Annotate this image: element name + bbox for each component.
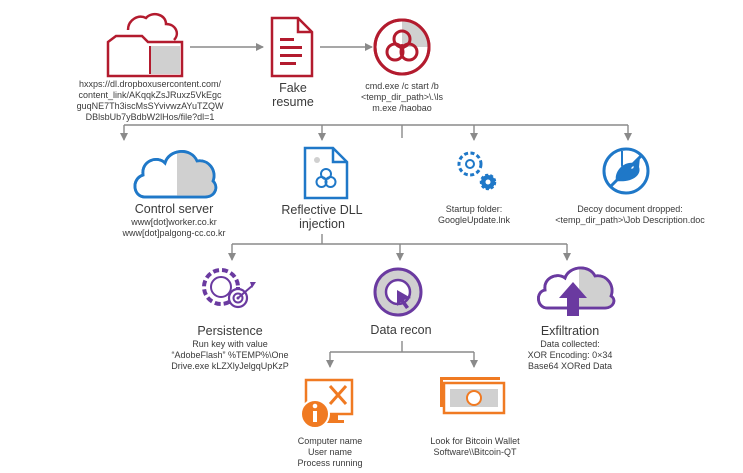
data-recon-title: Data recon — [370, 323, 432, 337]
connectors — [120, 43, 632, 368]
exfiltration-line: Data collected: — [540, 339, 600, 349]
startup-line: Startup folder: — [445, 204, 503, 214]
persistence-line: Drive.exe kLZXlyJelgqUpKzP — [171, 361, 289, 371]
fake-resume-line: resume — [272, 95, 314, 109]
fake-resume-label: Fake resume — [250, 81, 336, 109]
dropbox-url-label: hxxps://dl.dropboxusercontent.com/ conte… — [40, 79, 260, 123]
startup-label: Startup folder: GoogleUpdate.lnk — [414, 204, 534, 226]
dropbox-url-line: guqNE7Th3iscMsSYvivwzAYuTZQW — [76, 101, 224, 111]
bitcoin-line: Software\\Bitcoin-QT — [433, 447, 517, 457]
reflective-dll-label: Reflective DLL injection — [262, 203, 382, 231]
persistence-line: Run key with value — [192, 339, 268, 349]
computer-line: Process running — [297, 458, 363, 468]
computer-line: User name — [307, 447, 352, 457]
dropbox-url-line: hxxps://dl.dropboxusercontent.com/ — [78, 79, 222, 89]
decoy-line: <temp_dir_path>\Job Description.doc — [555, 215, 705, 225]
cmd-line: m.exe /haobao — [372, 103, 432, 113]
reflective-dll-line: injection — [299, 217, 345, 231]
exfiltration-line: Base64 XORed Data — [527, 361, 613, 371]
control-server-line: www[dot]palgong-cc.co.kr — [122, 228, 226, 238]
data-recon-label: Data recon — [346, 323, 456, 337]
document-icon — [270, 16, 314, 78]
persistence-title: Persistence — [197, 324, 263, 338]
exfiltration-label: Exfiltration Data collected: XOR Encodin… — [510, 324, 630, 372]
decoy-line: Decoy document dropped: — [577, 204, 683, 214]
fake-resume-line: Fake — [279, 81, 307, 95]
biohazard-icon — [373, 18, 431, 76]
phishing-fish-icon — [602, 147, 650, 195]
cursor-target-icon — [373, 267, 423, 317]
exfiltration-line: XOR Encoding: 0×34 — [527, 350, 613, 360]
persistence-label: Persistence Run key with value “AdobeFla… — [160, 324, 300, 372]
cmd-line: cmd.exe /c start /b — [365, 81, 439, 91]
dropbox-url-line: content_link/AKqqkZsJRuxz5VkEgc — [78, 90, 222, 100]
exfiltration-title: Exfiltration — [540, 324, 600, 338]
cmd-line: <temp_dir_path>\.\ls — [360, 92, 444, 102]
biohazard-document-icon — [303, 146, 349, 200]
decoy-label: Decoy document dropped: <temp_dir_path>\… — [540, 204, 720, 226]
cloud-upload-icon — [537, 266, 616, 316]
gear-target-icon — [202, 268, 256, 309]
bitcoin-line: Look for Bitcoin Wallet — [430, 436, 520, 446]
computer-line: Computer name — [297, 436, 363, 446]
cmd-label: cmd.exe /c start /b <temp_dir_path>\.\ls… — [336, 81, 468, 114]
control-server-label: Control server www[dot]worker.co.kr www[… — [94, 202, 254, 239]
reflective-dll-line: Reflective DLL — [281, 203, 363, 217]
banknote-icon — [440, 377, 506, 415]
cloud-folder-icon — [106, 12, 184, 78]
startup-line: GoogleUpdate.lnk — [437, 215, 511, 225]
computer-label: Computer name User name Process running — [270, 436, 390, 469]
persistence-line: “AdobeFlash” %TEMP%\One — [171, 350, 289, 360]
computer-info-icon — [300, 378, 354, 429]
bitcoin-label: Look for Bitcoin Wallet Software\\Bitcoi… — [410, 436, 540, 458]
cloud-icon — [133, 150, 218, 199]
control-server-line: www[dot]worker.co.kr — [131, 217, 217, 227]
gears-icon — [457, 151, 497, 191]
control-server-title: Control server — [134, 202, 214, 216]
dropbox-url-line: DBlsbUb7yBdbW2lHos/file?dl=1 — [85, 112, 215, 122]
